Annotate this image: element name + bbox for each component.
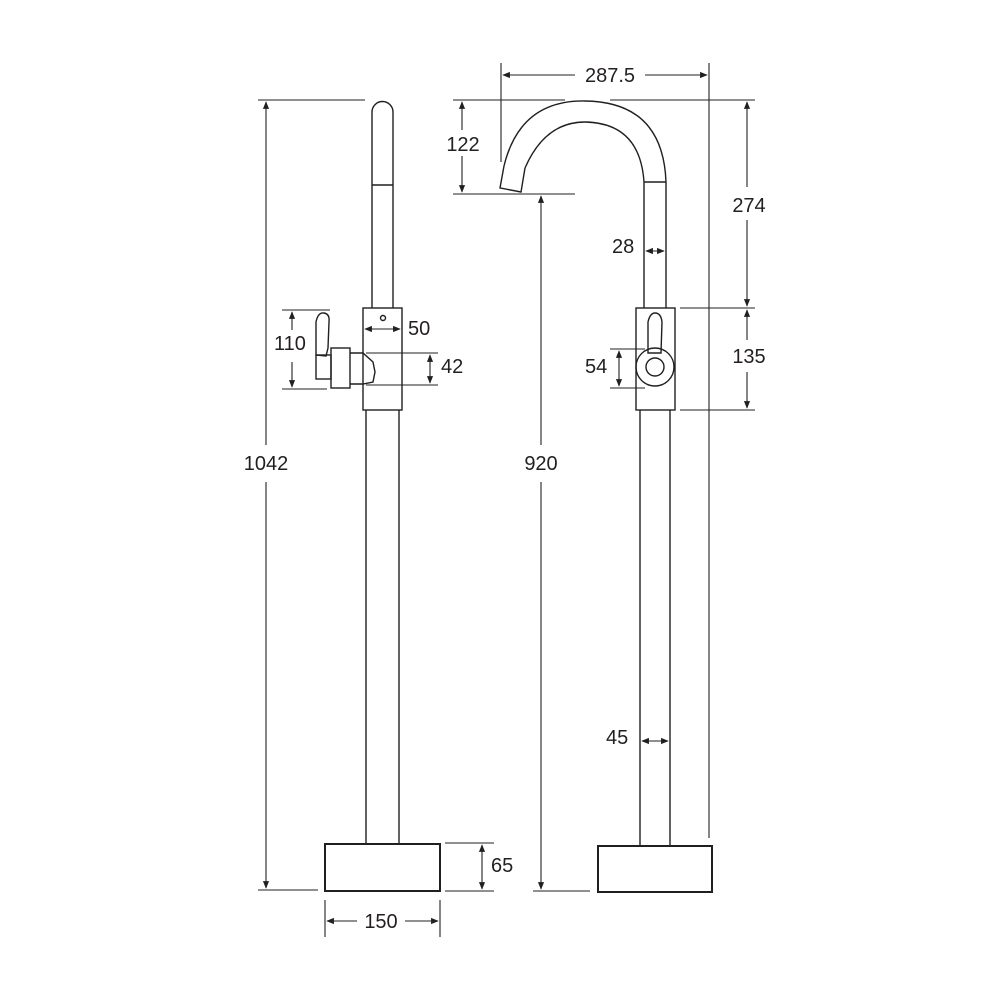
- dim-base-width: 150: [364, 911, 397, 933]
- dim-outlet-height: 920: [524, 453, 557, 475]
- front-spout-tip: [499, 165, 526, 193]
- front-handle-lever: [647, 312, 663, 354]
- front-view: 287.5 122 274 28 135 54 920 45: [446, 63, 766, 893]
- dim-outlet-diameter: 42: [441, 356, 463, 378]
- dim-handle-plate: 54: [585, 356, 607, 378]
- side-outlet: [350, 352, 376, 385]
- side-body: [362, 307, 403, 411]
- dim-overall-height: 1042: [244, 453, 289, 475]
- dim-spout-reach: 287.5: [585, 65, 635, 87]
- side-handle-stem: [315, 354, 332, 380]
- side-base: [324, 843, 441, 892]
- dim-base-height: 65: [491, 855, 513, 877]
- dim-body-height: 135: [732, 346, 765, 368]
- front-spout-inner: [524, 121, 645, 183]
- side-body-screw: [379, 314, 387, 322]
- dim-stem-diameter: 45: [606, 727, 628, 749]
- front-handle-plate: [635, 347, 675, 387]
- side-view: 1042 110 50 42 65 150: [244, 99, 513, 937]
- dim-body-width: 50: [408, 318, 430, 340]
- dim-spout-drop: 122: [446, 134, 479, 156]
- dim-handle-height: 110: [274, 333, 306, 355]
- dim-spout-height: 274: [732, 195, 765, 217]
- side-outlet-nut: [330, 347, 351, 389]
- side-handle-lever: [315, 312, 330, 357]
- dim-spout-tube-diameter: 28: [612, 236, 634, 258]
- side-spout-tube: [371, 100, 394, 308]
- front-spout-outer: [503, 100, 667, 183]
- front-base: [597, 845, 713, 893]
- front-body: [635, 307, 676, 411]
